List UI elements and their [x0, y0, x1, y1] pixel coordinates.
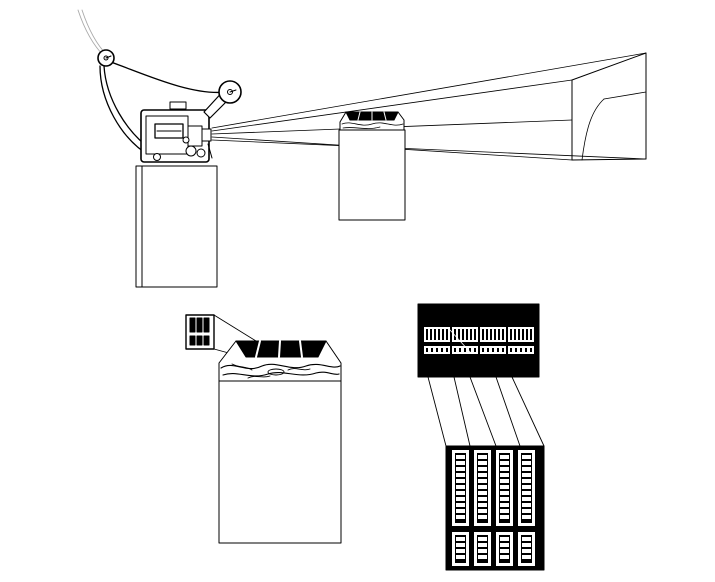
projector-icon: [140, 101, 213, 163]
film-leader-icon: [77, 9, 108, 57]
film-frame-detail-panel: [417, 303, 545, 571]
pedestal-icon: [338, 129, 406, 221]
film-reel-icon: [97, 49, 115, 67]
film-strip-icon: [185, 314, 215, 350]
pedestal-detail-panel: [185, 314, 342, 544]
plinth-icon: [135, 165, 218, 288]
projector-setup-panel: [77, 9, 647, 288]
light-beam-icon: [211, 52, 647, 161]
film-frame-icon: [417, 303, 540, 378]
pedestal-icon: [218, 380, 342, 544]
sculpture-icon: [218, 340, 342, 382]
connector-lines: [427, 376, 545, 447]
film-frame-cells: [424, 327, 534, 354]
screen-icon: [571, 52, 647, 161]
film-strip-icon: [445, 445, 545, 571]
film-reel-icon: [218, 80, 242, 104]
sculpture-icon: [339, 111, 405, 131]
